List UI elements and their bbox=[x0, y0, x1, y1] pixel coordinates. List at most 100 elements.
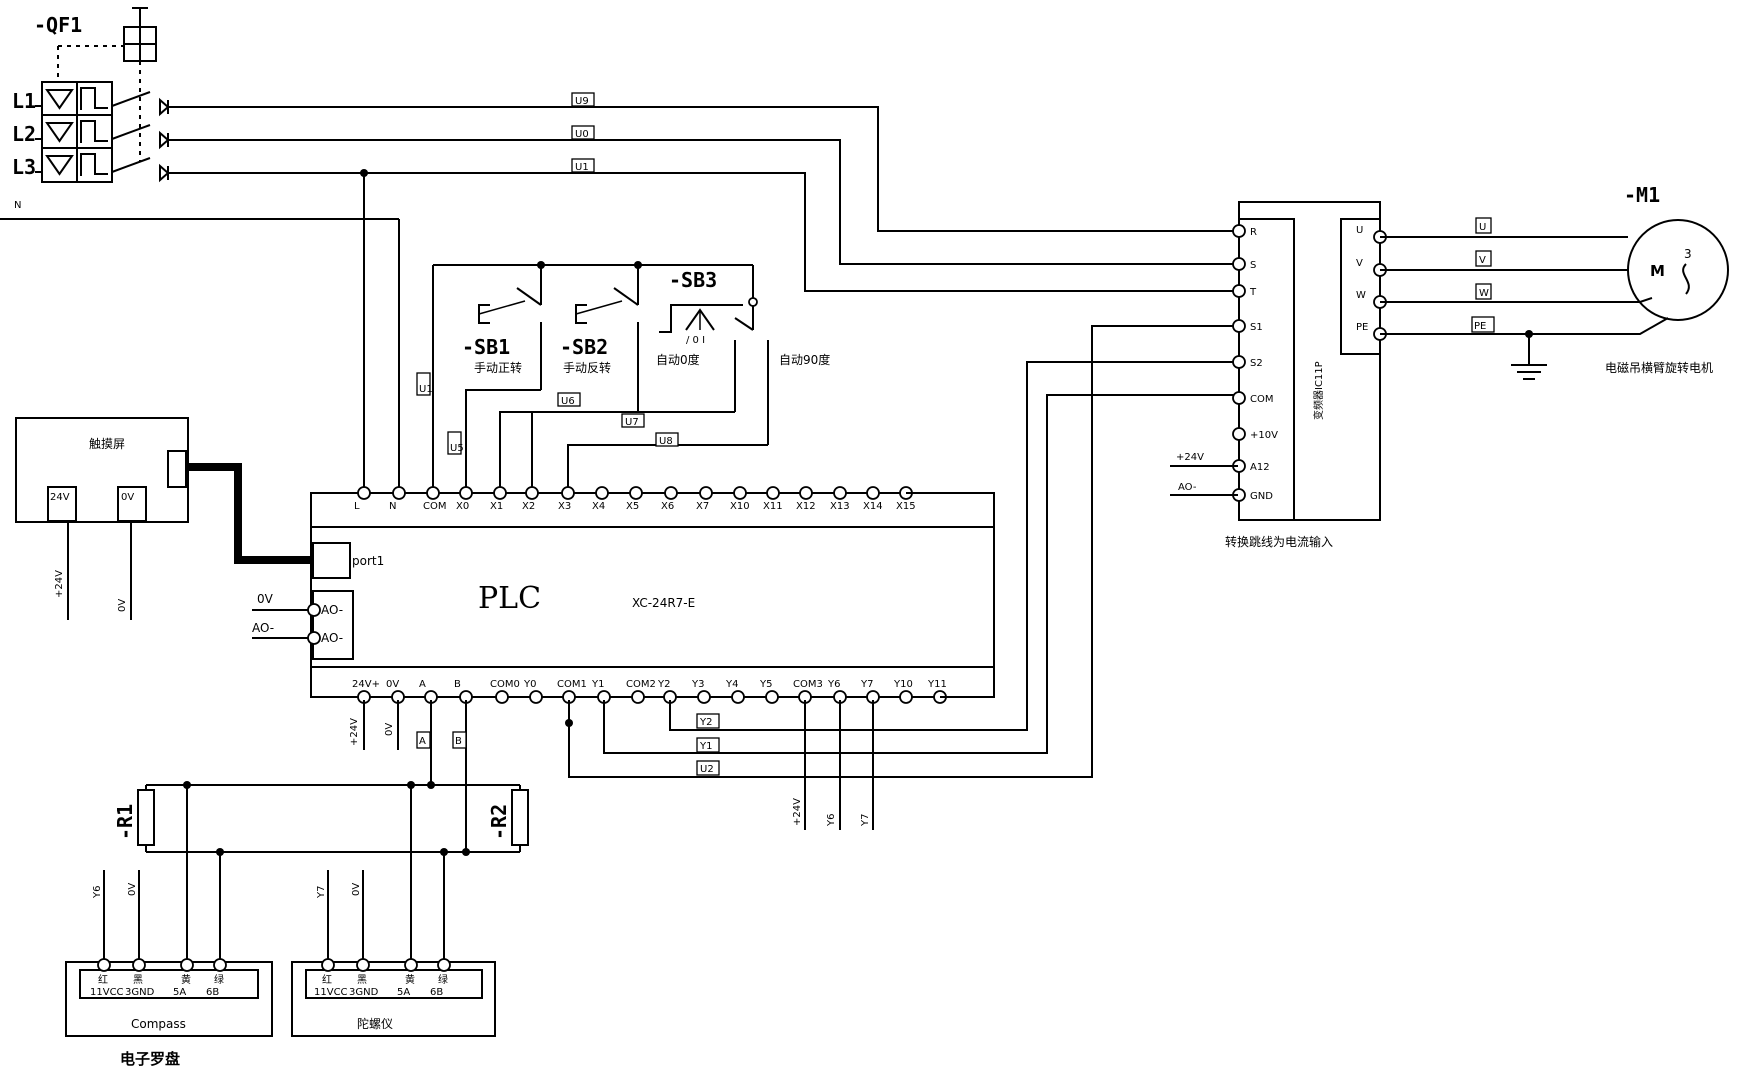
plc-port-label: port1 bbox=[352, 554, 384, 568]
plc-terminal-x1[interactable] bbox=[494, 487, 506, 499]
sensor-pin-color: 红 bbox=[322, 973, 332, 986]
inverter-terminal-r[interactable] bbox=[1233, 225, 1245, 237]
gyro-wire: Y7 bbox=[316, 886, 327, 899]
inverter-terminal-p10v[interactable] bbox=[1233, 428, 1245, 440]
motor-wire-tag: U bbox=[1479, 222, 1486, 233]
plc-ao-input: AO- bbox=[252, 621, 274, 635]
motor-wire-tag: W bbox=[1479, 288, 1489, 299]
plc-terminal-x10[interactable] bbox=[734, 487, 746, 499]
plc-terminal-label: Y0 bbox=[523, 679, 536, 690]
plc-terminal-label: COM3 bbox=[793, 679, 823, 690]
plc-terminal-y10[interactable] bbox=[900, 691, 912, 703]
switch-sb2[interactable]: -SB2 手动反转 bbox=[560, 265, 638, 412]
motor-wire-tag: V bbox=[1479, 255, 1486, 266]
plc-terminal-y5[interactable] bbox=[766, 691, 778, 703]
inverter-terminal-label: COM bbox=[1250, 394, 1273, 405]
plc-terminal-x3[interactable] bbox=[562, 487, 574, 499]
plc-terminal-label: Y7 bbox=[860, 679, 873, 690]
plc-terminal-label: X15 bbox=[896, 501, 916, 512]
resistor-r1 bbox=[138, 790, 154, 845]
inverter-terminal-t[interactable] bbox=[1233, 285, 1245, 297]
plc-terminal-label: COM bbox=[423, 501, 446, 512]
sensor-pin-label: 5A bbox=[397, 987, 410, 998]
sensor-pin-label: 3GND bbox=[125, 987, 155, 998]
compass-title: Compass bbox=[131, 1017, 186, 1031]
plc-port1[interactable] bbox=[313, 543, 350, 578]
tag-y1: Y1 bbox=[699, 741, 712, 752]
plc-terminal-y0[interactable] bbox=[530, 691, 542, 703]
phase-l2-label: L2 bbox=[12, 122, 36, 146]
plc-terminal-x12[interactable] bbox=[800, 487, 812, 499]
touch-screen-24v: 24V bbox=[50, 492, 70, 503]
breaker-label: -QF1 bbox=[34, 13, 82, 37]
inverter-terminal-label: GND bbox=[1250, 491, 1273, 502]
plc-model: XC-24R7-E bbox=[632, 596, 695, 610]
switch-sb1[interactable]: -SB1 手动正转 bbox=[462, 265, 541, 390]
touch-screen: 触摸屏 24V 0V +24V 0V bbox=[16, 418, 188, 620]
plc-terminal-label: X1 bbox=[490, 501, 503, 512]
plc-terminal-x7[interactable] bbox=[700, 487, 712, 499]
plc-terminal-y4[interactable] bbox=[732, 691, 744, 703]
sb1-label: 手动正转 bbox=[474, 360, 522, 375]
plc-terminal-label: COM1 bbox=[557, 679, 587, 690]
resistor-r2-label: -R2 bbox=[487, 804, 511, 840]
plc-terminal-com[interactable] bbox=[427, 487, 439, 499]
plc-terminal-x6[interactable] bbox=[665, 487, 677, 499]
plc-terminal-n[interactable] bbox=[393, 487, 405, 499]
inverter-terminal-s1[interactable] bbox=[1233, 320, 1245, 332]
inverter-wire-24v: +24V bbox=[1176, 452, 1204, 463]
tag-y2: Y2 bbox=[699, 717, 712, 728]
plc-ao-terminal[interactable] bbox=[308, 604, 320, 616]
inverter-output-label: V bbox=[1356, 258, 1363, 269]
plc-terminal-label: X12 bbox=[796, 501, 816, 512]
inverter-terminal-s[interactable] bbox=[1233, 258, 1245, 270]
plc: port1 PLC XC-24R7-E AO- AO- 0V AO- LNCOM… bbox=[252, 487, 994, 750]
tag-x3: U7 bbox=[625, 417, 639, 428]
inverter-terminal-label: +10V bbox=[1250, 430, 1278, 441]
plc-terminal-y3[interactable] bbox=[698, 691, 710, 703]
plc-terminal-x13[interactable] bbox=[834, 487, 846, 499]
plc-terminal-com2[interactable] bbox=[632, 691, 644, 703]
rs485-bus: A B -R1 -R2 bbox=[113, 700, 528, 960]
sensor-pin-color: 红 bbox=[98, 973, 108, 986]
sb3-label-a: 自动0度 bbox=[656, 352, 700, 367]
inverter-output-label: U bbox=[1356, 225, 1363, 236]
sensor-pin[interactable] bbox=[405, 959, 417, 971]
touch-screen-port[interactable] bbox=[168, 451, 186, 487]
bus-tag-b: B bbox=[455, 736, 462, 747]
inverter-caption: 转换跳线为电流输入 bbox=[1225, 534, 1333, 549]
inverter-terminal-label: T bbox=[1249, 287, 1257, 298]
plc-ao-terminal[interactable] bbox=[308, 632, 320, 644]
compass-wire: Y6 bbox=[92, 886, 103, 899]
sensor-pin[interactable] bbox=[357, 959, 369, 971]
tag-l3: U1 bbox=[575, 162, 589, 173]
sensor-pin[interactable] bbox=[214, 959, 226, 971]
plc-terminal-l[interactable] bbox=[358, 487, 370, 499]
plc-terminal-label: Y4 bbox=[725, 679, 738, 690]
plc-terminal-x14[interactable] bbox=[867, 487, 879, 499]
plc-terminal-x4[interactable] bbox=[596, 487, 608, 499]
plc-terminal-x0[interactable] bbox=[460, 487, 472, 499]
tag-x4: U8 bbox=[659, 436, 673, 447]
sensor-pin[interactable] bbox=[322, 959, 334, 971]
tag-x0: U1 bbox=[419, 384, 433, 395]
sensor-pin-label: 11VCC bbox=[314, 987, 348, 998]
sensor-pin[interactable] bbox=[181, 959, 193, 971]
plc-terminal-label: B bbox=[454, 679, 461, 690]
sensor-pin-color: 绿 bbox=[214, 973, 224, 986]
motor-caption: 电磁吊横臂旋转电机 bbox=[1605, 360, 1713, 375]
plc-terminal-x5[interactable] bbox=[630, 487, 642, 499]
sensor-pin[interactable] bbox=[98, 959, 110, 971]
sensor-pin-color: 黄 bbox=[405, 973, 415, 986]
sensor-pin[interactable] bbox=[438, 959, 450, 971]
plc-terminal-label: X6 bbox=[661, 501, 674, 512]
sensor-pin[interactable] bbox=[133, 959, 145, 971]
plc-terminal-com0[interactable] bbox=[496, 691, 508, 703]
inverter-terminal-s2[interactable] bbox=[1233, 356, 1245, 368]
sensor-pin-color: 黄 bbox=[181, 973, 191, 986]
inverter-terminal-com[interactable] bbox=[1233, 392, 1245, 404]
touch-screen-wire-0v: 0V bbox=[117, 599, 128, 612]
plc-terminal-x11[interactable] bbox=[767, 487, 779, 499]
plc-terminal-x2[interactable] bbox=[526, 487, 538, 499]
touch-screen-title: 触摸屏 bbox=[89, 437, 125, 451]
